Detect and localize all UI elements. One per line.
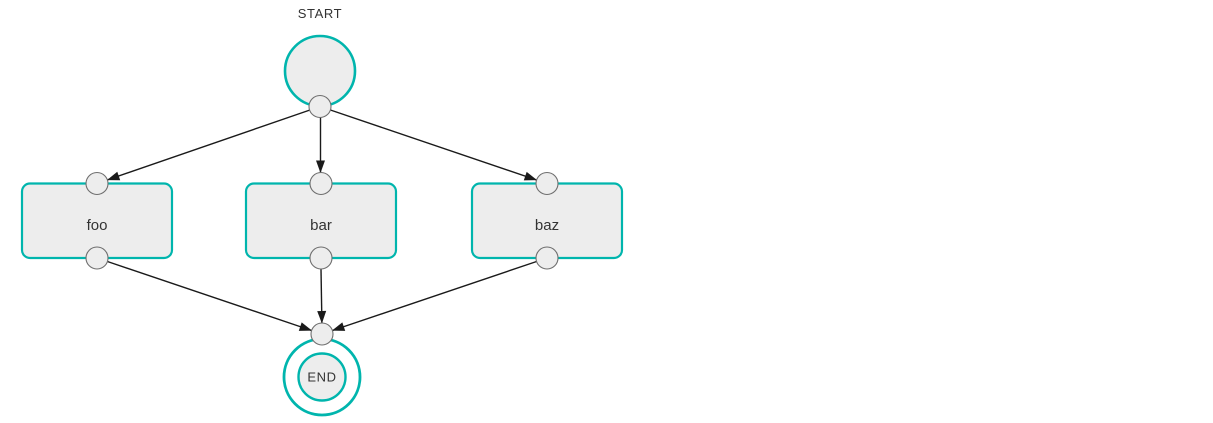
task-node-bar-label: bar (310, 217, 332, 234)
task-node-baz-label: baz (535, 217, 559, 234)
end-node[interactable] (297, 352, 347, 402)
edge-foo-end[interactable] (107, 260, 313, 332)
task-node-foo-label: foo (87, 217, 108, 234)
edge-start-baz[interactable] (330, 109, 538, 181)
port-baz-out[interactable] (535, 246, 559, 270)
end-node-label: END (307, 370, 336, 385)
task-node-baz-group: baz (470, 182, 624, 260)
task-node-foo-group: foo (20, 182, 174, 260)
edge-start-foo[interactable] (106, 109, 310, 181)
start-node-label: START (298, 6, 342, 21)
port-bar-out[interactable] (309, 246, 333, 270)
port-baz-in[interactable] (535, 171, 559, 196)
edges-layer (106, 109, 538, 332)
port-end-in[interactable] (310, 322, 334, 346)
port-start-out[interactable] (308, 94, 332, 119)
port-bar-in[interactable] (309, 171, 333, 196)
edge-bar-end[interactable] (317, 268, 327, 324)
start-node-group: START (283, 6, 357, 108)
end-node-group: END (282, 337, 362, 417)
edge-baz-end[interactable] (331, 260, 537, 332)
port-foo-in[interactable] (85, 171, 109, 196)
ports-layer (85, 94, 559, 346)
port-foo-out[interactable] (85, 246, 109, 270)
